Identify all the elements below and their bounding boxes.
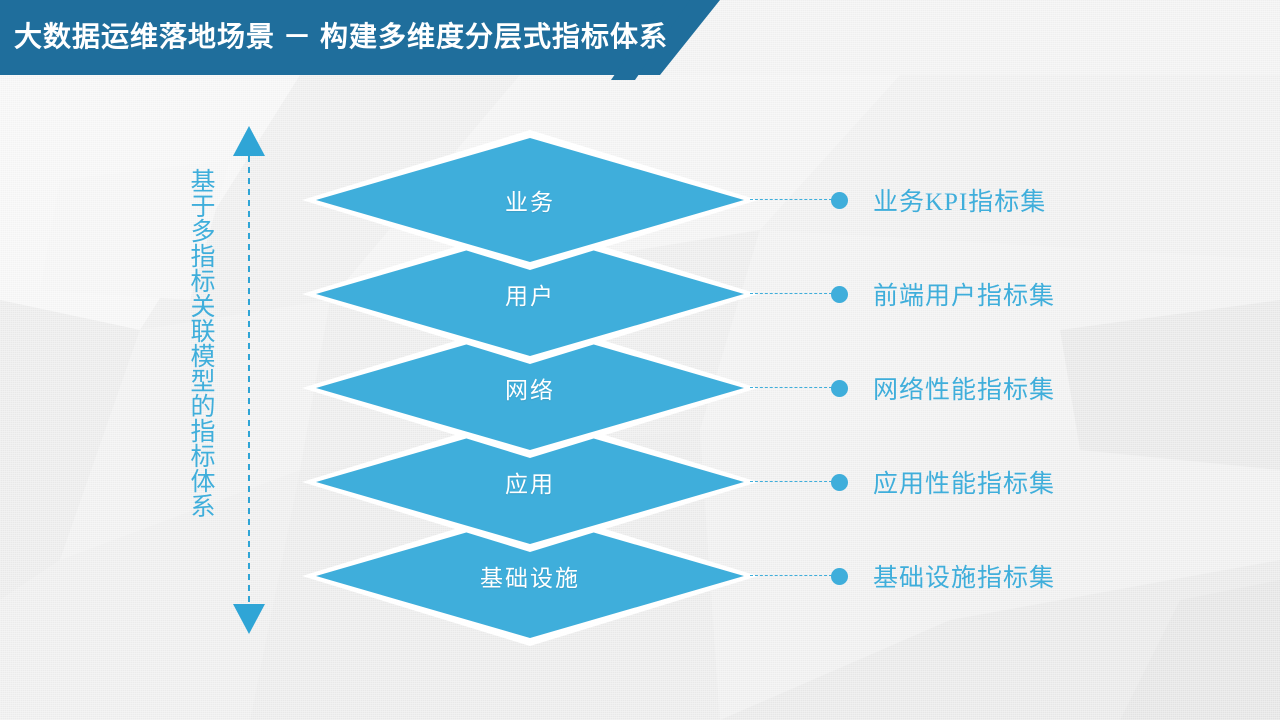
bullet-dot-icon xyxy=(831,379,848,397)
stack-layer-application[interactable]: 应用 xyxy=(296,406,764,558)
leader-line xyxy=(750,199,832,201)
diamond-shape xyxy=(302,506,758,646)
callout-label: 应用性能指标集 xyxy=(873,471,1056,498)
callout-network[interactable]: 网络性能指标集 xyxy=(750,373,1056,404)
bullet-dot-icon xyxy=(831,191,848,209)
callout-business[interactable]: 业务KPI指标集 xyxy=(750,185,1047,216)
stack-layer-business[interactable]: 业务 xyxy=(296,124,764,276)
bullet-dot-icon xyxy=(831,285,848,303)
diamond-shape xyxy=(302,318,758,458)
callout-user[interactable]: 前端用户指标集 xyxy=(750,279,1056,310)
header-accent-stripe xyxy=(611,0,690,80)
stack-layer-network[interactable]: 网络 xyxy=(296,312,764,464)
stack-layer-infrastructure[interactable]: 基础设施 xyxy=(296,500,764,652)
callout-label: 前端用户指标集 xyxy=(873,283,1056,310)
leader-line xyxy=(750,575,832,577)
callout-application[interactable]: 应用性能指标集 xyxy=(750,467,1056,498)
header-band xyxy=(0,0,720,75)
callout-label: 网络性能指标集 xyxy=(873,377,1056,404)
callout-label: 业务KPI指标集 xyxy=(873,189,1047,216)
callout-infrastructure[interactable]: 基础设施指标集 xyxy=(750,561,1056,592)
stack-layer-label: 网络 xyxy=(505,378,555,403)
callout-label: 基础设施指标集 xyxy=(873,565,1056,592)
leader-line xyxy=(750,293,832,295)
arrow-down-icon xyxy=(233,604,265,634)
vertical-axis-arrow xyxy=(233,126,265,634)
stack-layer-label: 应用 xyxy=(505,472,555,497)
arrow-up-icon xyxy=(233,126,265,156)
stack-layer-label: 业务 xyxy=(505,190,555,215)
stack-layer-user[interactable]: 用户 xyxy=(296,218,764,370)
diamond-shape xyxy=(302,412,758,552)
diamond-shape xyxy=(302,130,758,270)
bullet-dot-icon xyxy=(831,473,848,491)
diamond-shape xyxy=(302,224,758,364)
leader-line xyxy=(750,387,832,389)
stack-layer-label: 用户 xyxy=(505,284,555,309)
axis-caption: 基于多指标关联模型的指标体系 xyxy=(187,168,214,518)
bullet-dot-icon xyxy=(831,567,848,585)
stack-layer-label: 基础设施 xyxy=(480,566,580,591)
page-title: 大数据运维落地场景 － 构建多维度分层式指标体系 xyxy=(14,22,669,53)
leader-line xyxy=(750,481,832,483)
